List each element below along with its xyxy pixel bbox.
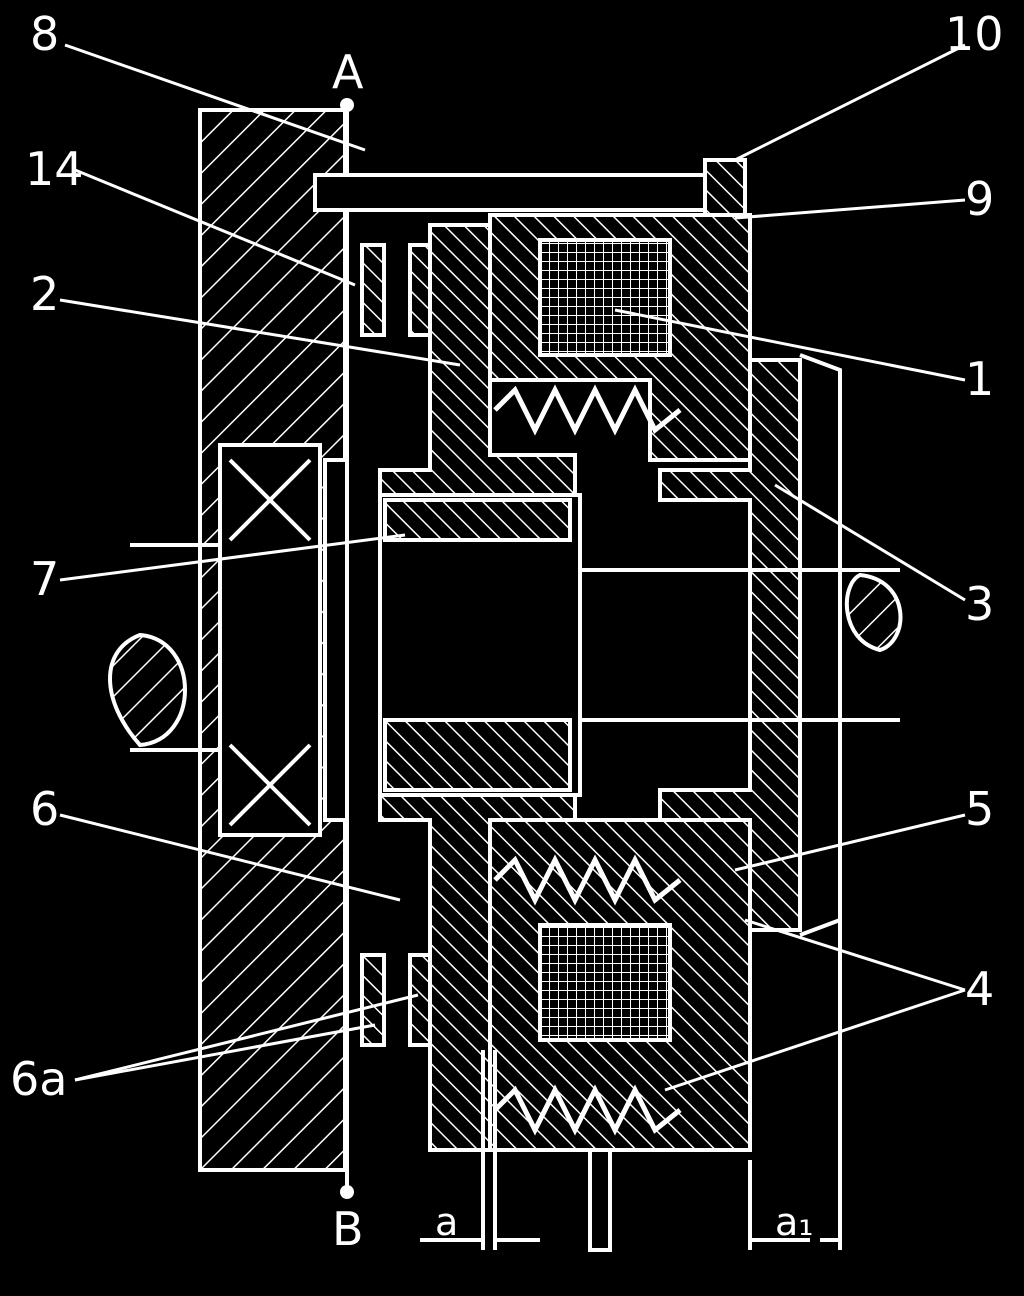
coil-top [538, 238, 672, 357]
leader-9 [734, 198, 966, 220]
spring-top [493, 384, 682, 436]
label-a: A [332, 45, 364, 99]
bolt-top [313, 173, 747, 212]
leader-4a [744, 918, 966, 992]
label-2: 2 [30, 267, 59, 321]
label-8: 8 [30, 7, 59, 61]
shaft-outline [130, 543, 900, 752]
flange-part [658, 358, 802, 932]
bearing-cross-top [228, 458, 312, 542]
shaft-section-right [845, 572, 903, 653]
friction-plate-top-1 [360, 243, 386, 337]
leader-3 [774, 483, 966, 602]
label-9: 9 [965, 172, 994, 226]
leader-8 [64, 43, 366, 152]
coil-bottom [538, 923, 672, 1042]
label-dim-a: a [435, 1200, 458, 1244]
bearing-cross-bottom [228, 743, 312, 827]
label-1: 1 [965, 352, 994, 406]
hub-bottom-hatch [383, 718, 572, 792]
label-b: B [332, 1202, 364, 1256]
flange-outline [799, 353, 842, 937]
label-5: 5 [965, 782, 994, 836]
label-3: 3 [965, 577, 994, 631]
leader-10 [734, 43, 966, 162]
leader-1 [614, 308, 966, 382]
leader-14 [74, 168, 356, 287]
leader-4b [664, 988, 966, 1092]
spring-bottom [493, 1084, 682, 1136]
label-6: 6 [30, 782, 59, 836]
leader-6 [59, 813, 401, 902]
hub-top-hatch [383, 498, 572, 542]
friction-plate-bottom-1 [360, 953, 386, 1047]
point-b-dot [340, 1185, 354, 1199]
label-7: 7 [30, 552, 59, 606]
leader-6a-2 [74, 993, 419, 1082]
label-10: 10 [945, 7, 1004, 61]
shaft-section-left [108, 632, 187, 748]
leader-6a-1 [74, 1023, 376, 1082]
label-dim-a1: a₁ [775, 1200, 814, 1244]
spring-middle [493, 854, 682, 906]
label-6a: 6a [10, 1052, 67, 1106]
bearing [218, 443, 322, 837]
label-14: 14 [25, 142, 84, 196]
leader-7 [59, 533, 406, 582]
leader-2 [59, 298, 461, 367]
terminal-pin [588, 1148, 612, 1252]
leader-5 [734, 813, 966, 872]
point-a-dot [340, 98, 354, 112]
label-4: 4 [965, 962, 994, 1016]
